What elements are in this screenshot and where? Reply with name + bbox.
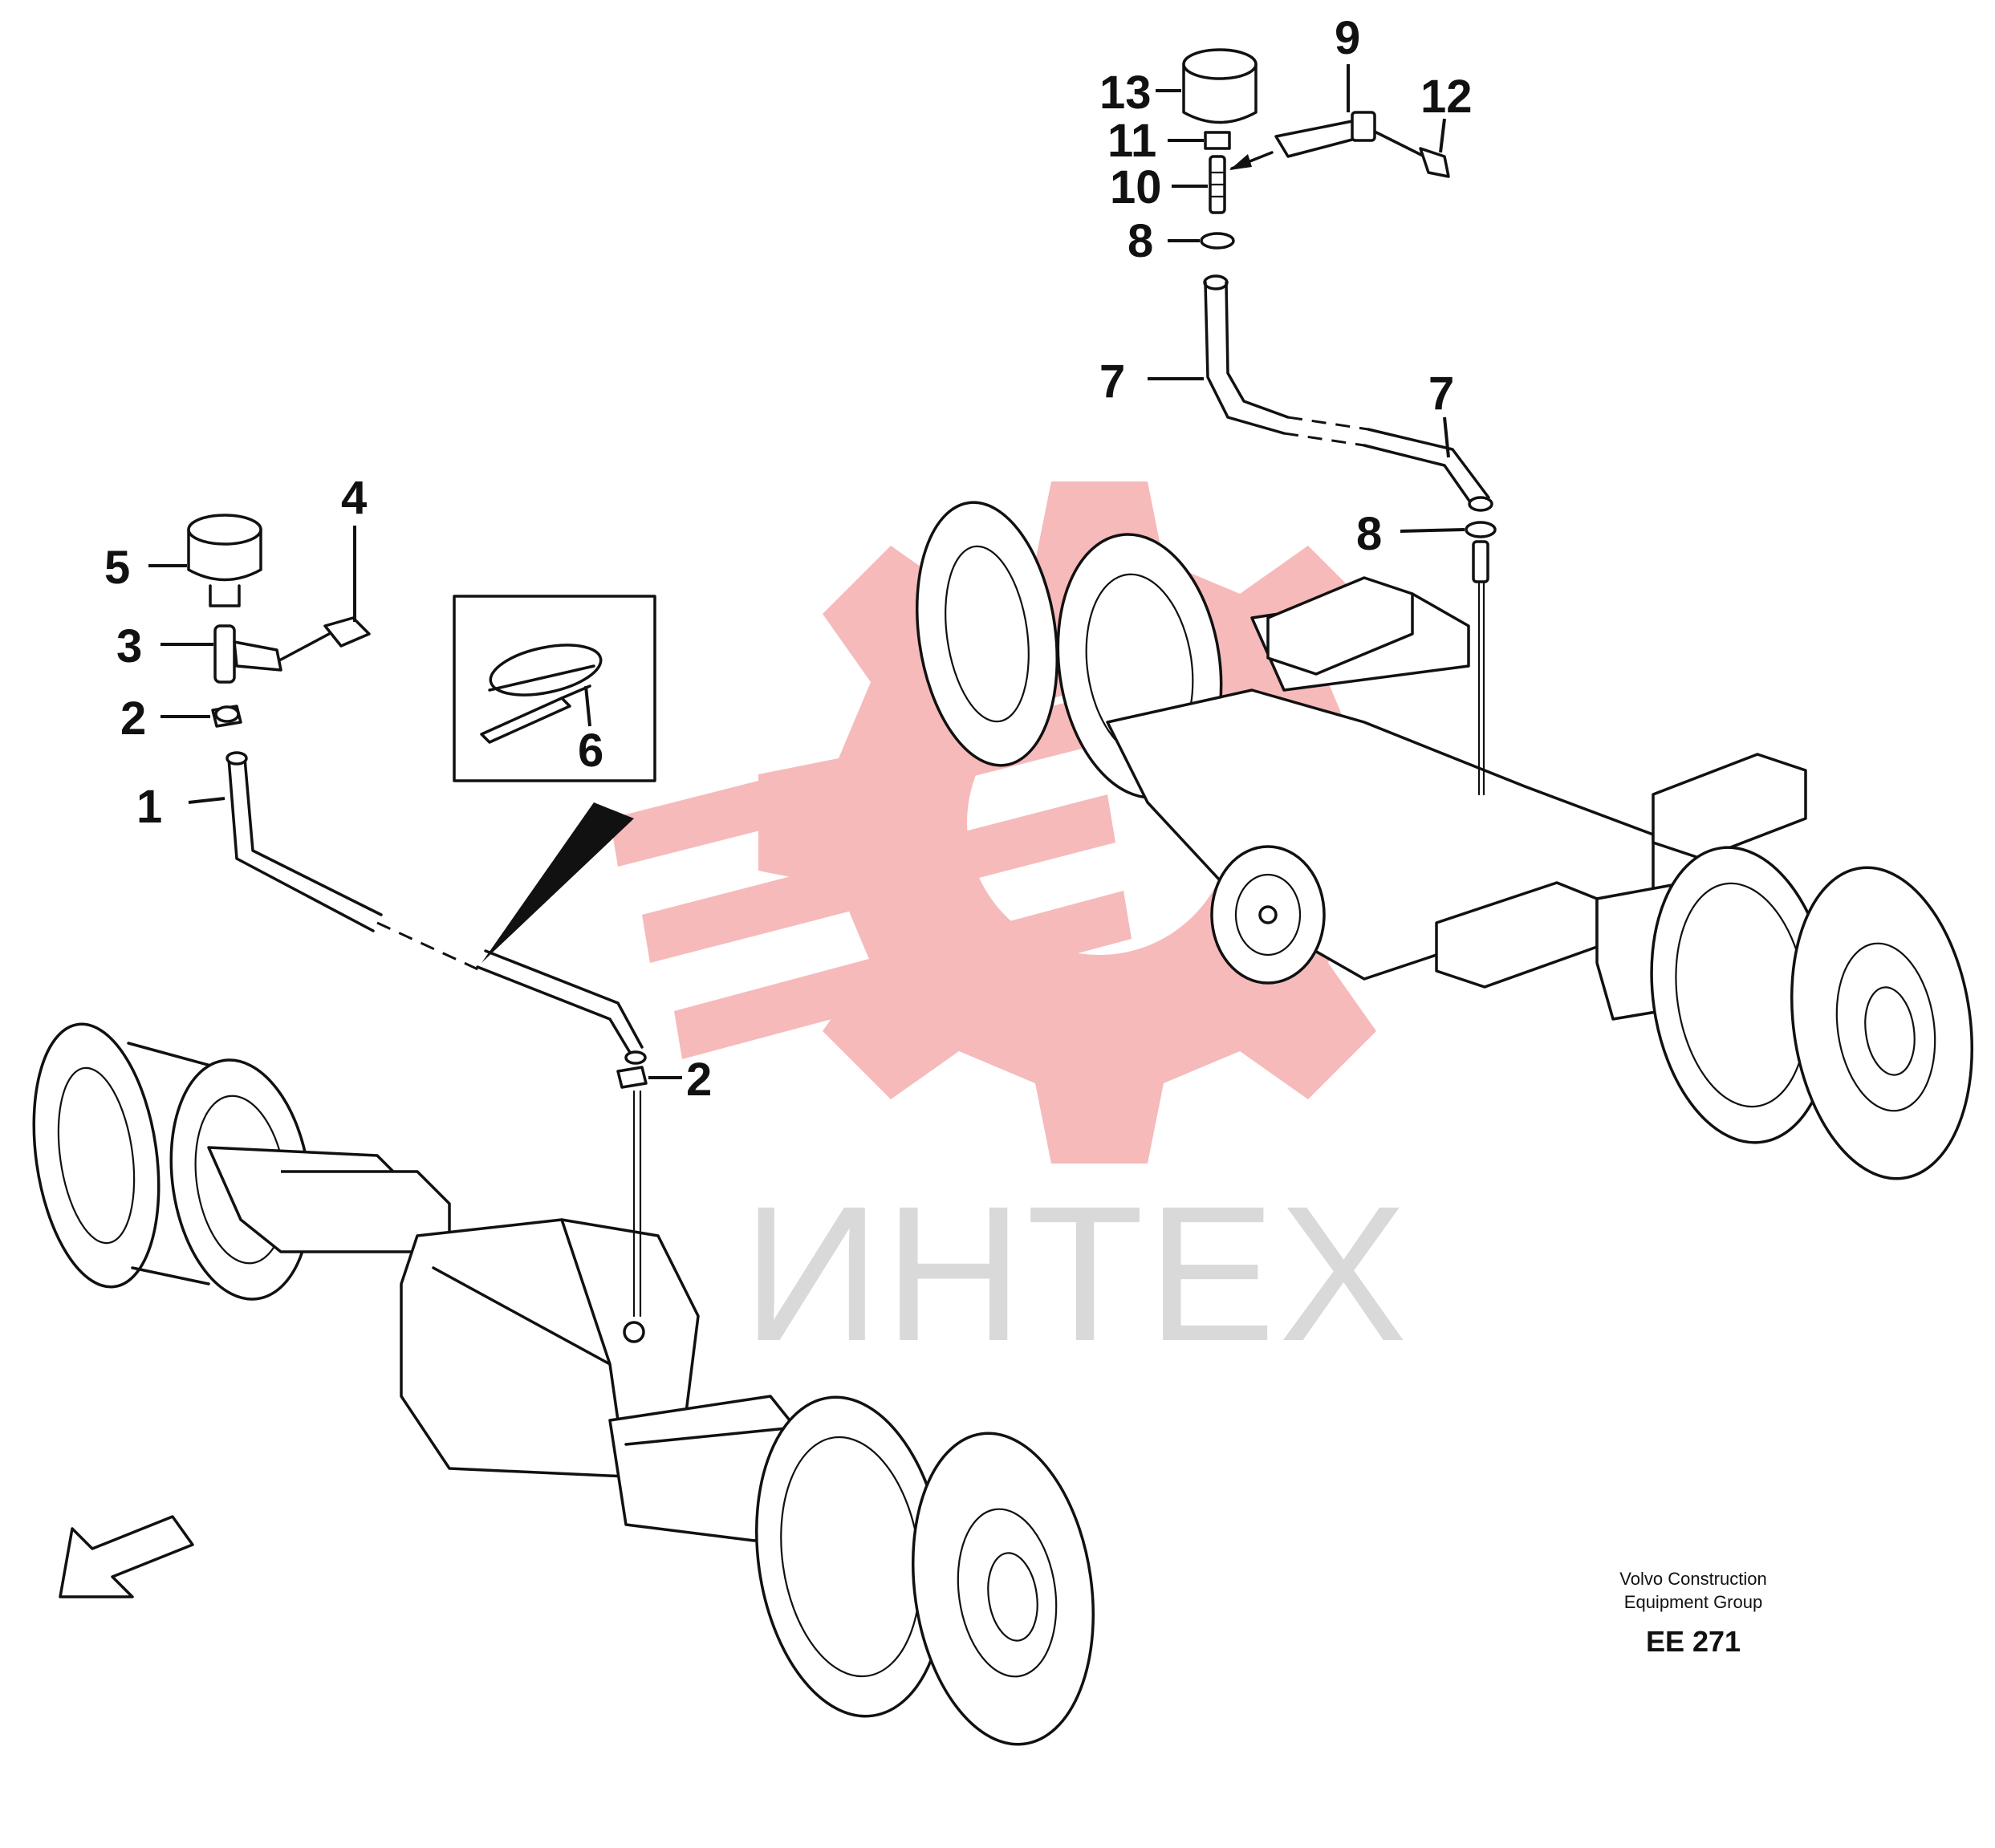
callout-4: 4 — [341, 472, 367, 524]
caption-line-2: Equipment Group — [1624, 1592, 1762, 1612]
breather-cap-icon — [1182, 48, 1258, 124]
callout-9: 9 — [1335, 12, 1360, 64]
bolt-icon — [279, 616, 371, 661]
front-axle-drawing — [32, 1022, 1095, 1746]
callout-1: 1 — [136, 781, 162, 833]
forward-direction-arrow-icon — [59, 1515, 194, 1598]
callout-8-bottom: 8 — [1356, 508, 1382, 560]
cable-tie-detail-box — [453, 595, 656, 782]
diagram-code: EE 271 — [1646, 1625, 1741, 1658]
callout-2-bottom: 2 — [686, 1054, 712, 1106]
nipple-icon — [1209, 155, 1226, 214]
callout-12: 12 — [1420, 71, 1473, 123]
caption-block: Volvo Construction Equipment Group EE 27… — [1619, 1569, 1766, 1658]
callout-6: 6 — [578, 725, 603, 777]
rear-breather-assembly — [1182, 48, 1497, 796]
callout-labels: 1 2 2 3 4 5 6 7 7 8 8 9 10 11 12 13 — [104, 12, 1473, 1106]
callout-10: 10 — [1110, 161, 1162, 213]
washer-icon — [1200, 232, 1235, 250]
nut-icon — [1204, 131, 1231, 150]
callout-2-top: 2 — [120, 692, 146, 745]
nipple-icon — [211, 705, 242, 728]
watermark-text: ИНТЕХ — [742, 1166, 1411, 1381]
callout-13: 13 — [1099, 67, 1152, 119]
rear-axle-drawing — [916, 501, 1974, 1180]
breather-bracket-icon — [1274, 111, 1376, 158]
callout-5: 5 — [104, 542, 130, 594]
detail-pointer — [481, 802, 634, 963]
cable-tie-icon — [480, 644, 603, 744]
callout-7-right: 7 — [1428, 368, 1454, 420]
callout-8-top: 8 — [1128, 215, 1153, 267]
breather-bracket-icon — [213, 624, 282, 684]
breather-cap-icon — [187, 514, 262, 607]
caption-line-1: Volvo Construction — [1619, 1569, 1766, 1589]
callout-11: 11 — [1107, 115, 1156, 167]
bolt-icon — [1375, 131, 1450, 178]
callout-7-left: 7 — [1099, 355, 1125, 408]
front-breather-assembly — [187, 514, 656, 1318]
callout-3: 3 — [116, 620, 142, 672]
